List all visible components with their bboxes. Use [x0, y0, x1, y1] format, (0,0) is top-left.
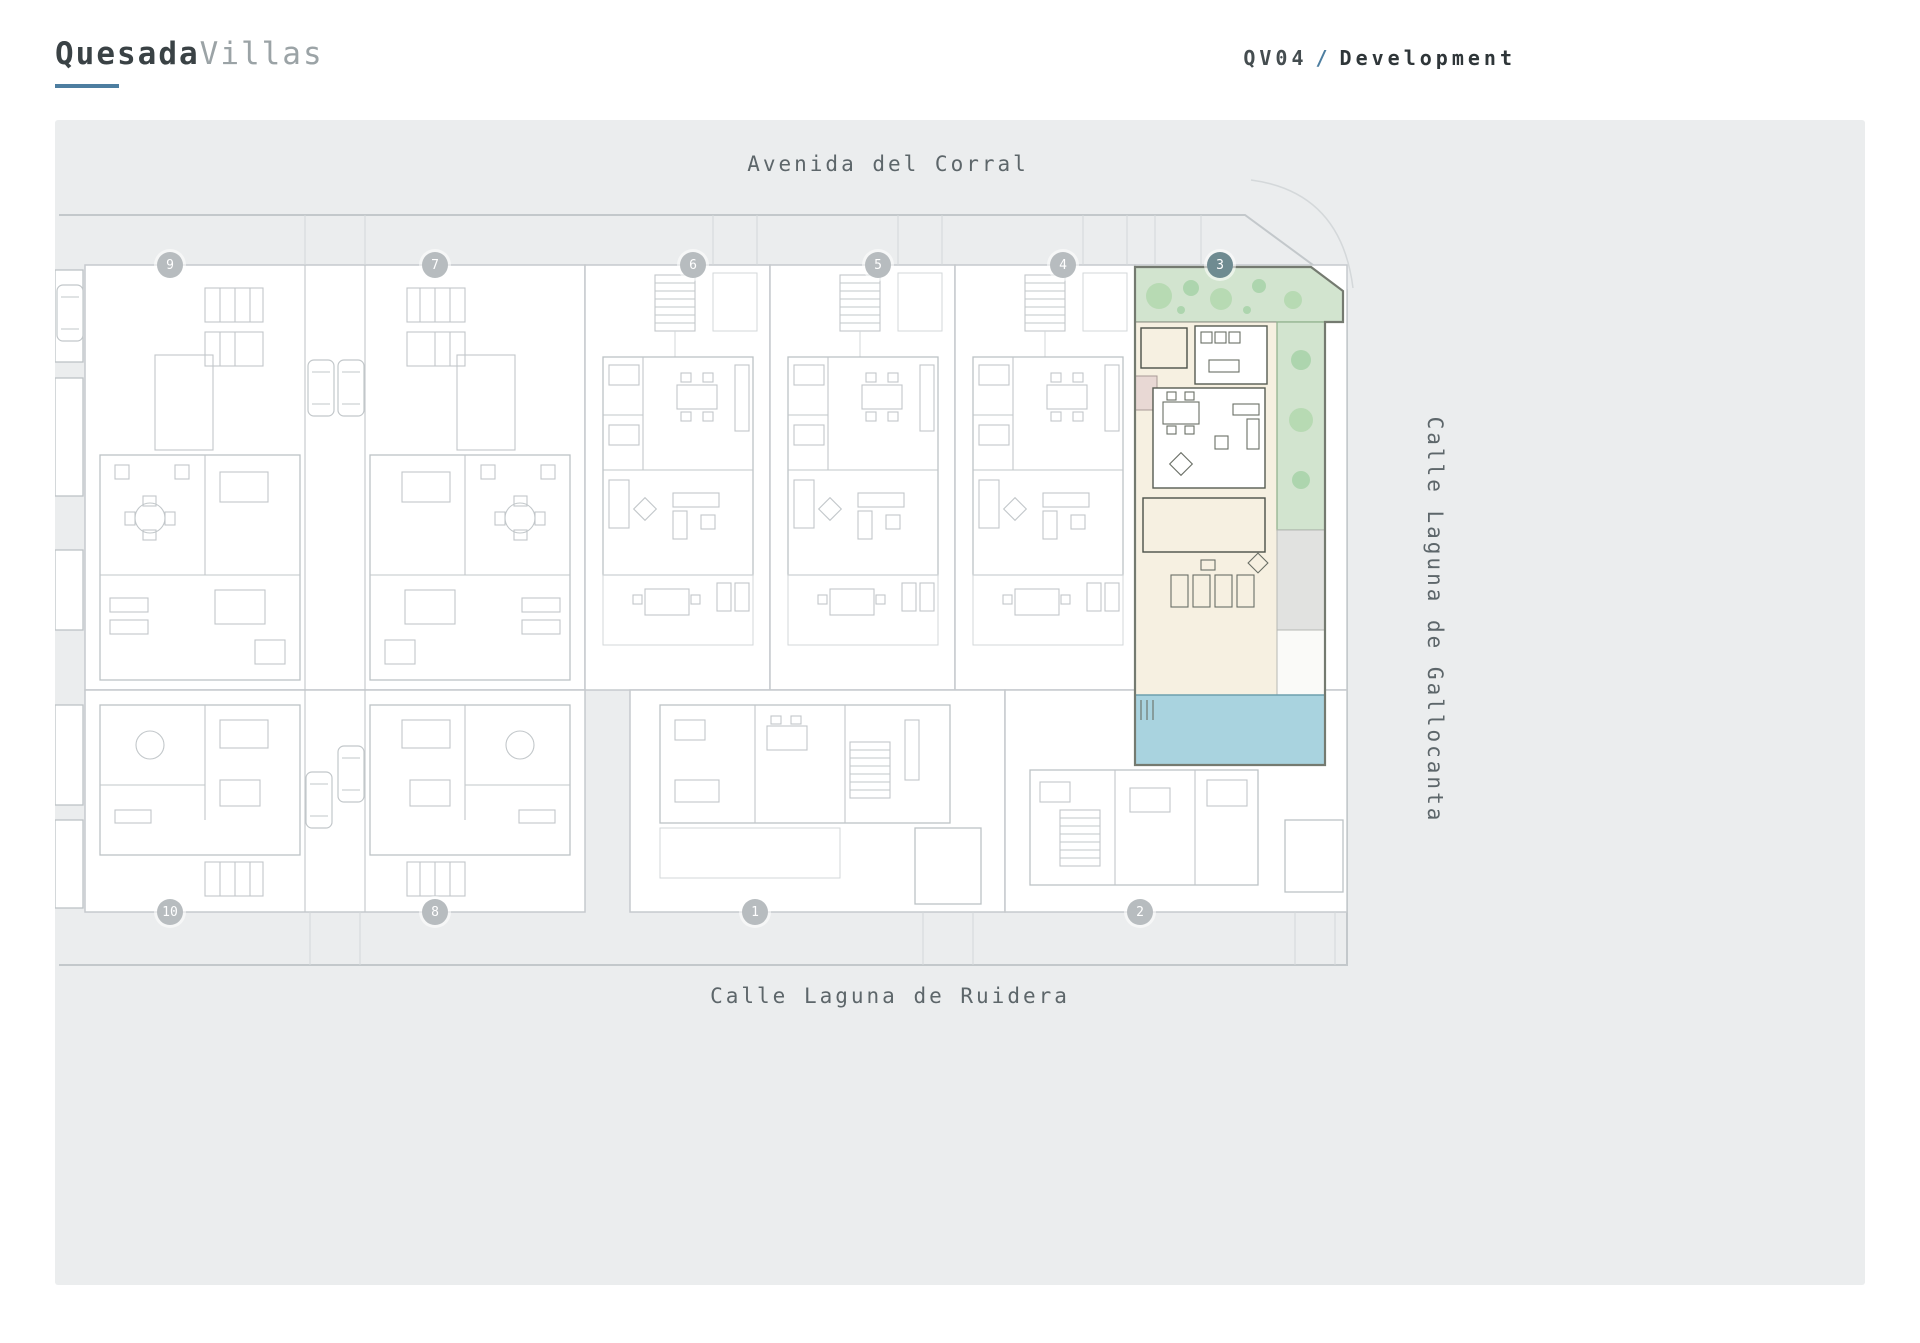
plot-marker-9[interactable]: 9 [157, 252, 183, 278]
project-code: QV04 [1243, 46, 1308, 70]
plot-marker-label: 8 [431, 904, 439, 920]
villa-2-plan [1029, 769, 1344, 965]
brand-name-primary: Quesada [55, 36, 200, 72]
plot-marker-5[interactable]: 5 [865, 252, 891, 278]
plot-marker-label: 2 [1136, 904, 1144, 920]
project-separator: / [1315, 46, 1332, 70]
brand-underline [55, 84, 119, 88]
plot-marker-label: 3 [1216, 257, 1224, 273]
brand-name-secondary: Villas [199, 36, 324, 72]
neighbour-plots-left [55, 269, 84, 909]
plot-marker-10[interactable]: 10 [157, 899, 183, 925]
plot-marker-label: 10 [162, 904, 178, 920]
driveways [304, 215, 1202, 965]
site-plan-panel: Avenida del Corral Calle Laguna de Gallo… [55, 120, 1865, 1285]
plot-marker-label: 1 [751, 904, 759, 920]
villa-3-highlighted-plot[interactable] [1133, 265, 1345, 767]
plot-marker-8[interactable]: 8 [422, 899, 448, 925]
site-plan-drawing [55, 179, 1354, 966]
plot-marker-1[interactable]: 1 [742, 899, 768, 925]
street-label-bottom: Calle Laguna de Ruidera [710, 984, 1070, 1008]
plot-marker-6[interactable]: 6 [680, 252, 706, 278]
plot-marker-7[interactable]: 7 [422, 252, 448, 278]
plot-marker-2[interactable]: 2 [1127, 899, 1153, 925]
plot-marker-label: 7 [431, 257, 439, 273]
plot-marker-label: 4 [1059, 257, 1067, 273]
plot-marker-4[interactable]: 4 [1050, 252, 1076, 278]
project-title: QV04 / Development [1243, 46, 1516, 70]
plot-marker-3[interactable]: 3 [1207, 252, 1233, 278]
street-label-top: Avenida del Corral [747, 152, 1029, 176]
brand-logo: QuesadaVillas [55, 36, 324, 88]
project-name: Development [1339, 46, 1516, 70]
villa-1-plan [659, 704, 982, 965]
header: QuesadaVillas QV04 / Development [0, 0, 1920, 120]
plot-marker-label: 6 [689, 257, 697, 273]
plot-marker-label: 5 [874, 257, 882, 273]
plot-marker-label: 9 [166, 257, 174, 273]
